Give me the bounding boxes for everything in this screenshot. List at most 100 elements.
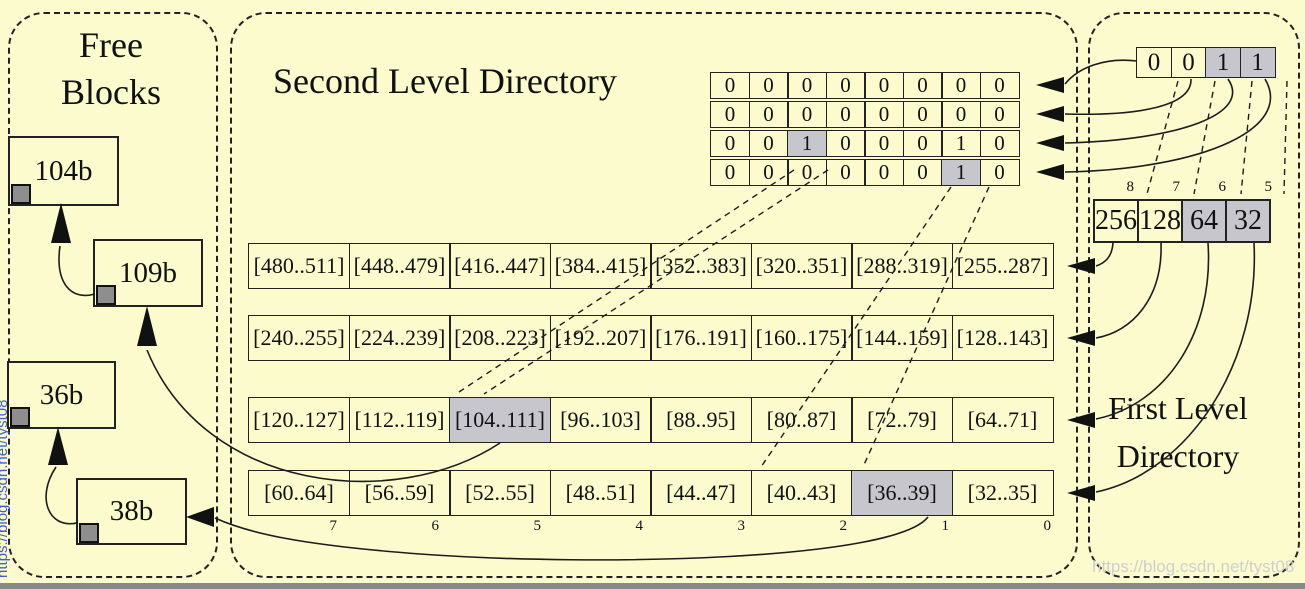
range-cell: [384..415] <box>549 243 652 289</box>
bitmap-cell: 1 <box>1239 47 1276 78</box>
column-index-label: 6 <box>431 518 440 534</box>
range-cell: [480..511] <box>248 243 350 289</box>
bitmap-cell: 0 <box>748 130 789 157</box>
free-block-label: 109b <box>119 256 177 289</box>
range-cell: [240..255] <box>248 315 350 361</box>
second-level-title: Second Level Directory <box>273 61 617 101</box>
block-header-square <box>11 184 31 204</box>
bitmap-cell: 0 <box>864 72 904 99</box>
bitmap-cell: 0 <box>710 159 750 186</box>
bitmap-cell: 0 <box>1136 47 1172 78</box>
block-header-square <box>10 407 30 427</box>
bitmap-cell: 1 <box>787 130 827 157</box>
bitmap-cell: 0 <box>979 159 1020 186</box>
range-cell: [36..39] <box>851 470 953 516</box>
block-header-square <box>96 285 116 305</box>
bitmap-cell: 0 <box>748 101 789 128</box>
bitmap-cell: 0 <box>787 101 827 128</box>
range-cell: [416..447] <box>449 243 551 289</box>
range-cell: [96..103] <box>549 397 652 443</box>
range-cell: [448..479] <box>348 243 451 289</box>
range-cell: [288..319] <box>851 243 953 289</box>
bitmap-cell: 0 <box>864 159 904 186</box>
bitmap-cell: 0 <box>902 72 943 99</box>
bitmap-cell: 0 <box>864 130 904 157</box>
block-header-square <box>79 523 99 543</box>
first-level-title-line1: First Level <box>1108 390 1248 426</box>
free-block-36b: 36b <box>7 361 116 429</box>
first-level-title: First Level Directory <box>1078 384 1278 480</box>
range-cell: [176..191] <box>650 315 752 361</box>
range-cell: [352..383] <box>650 243 752 289</box>
csdn-watermark: https://blog.csdn.net/tyst08 <box>1092 557 1295 576</box>
bitmap-cell: 0 <box>864 101 904 128</box>
free-block-label: 38b <box>109 495 154 527</box>
bitmap-cell: 0 <box>941 101 981 128</box>
bitmap-cell: 0 <box>979 72 1020 99</box>
bitmap-cell: 0 <box>902 101 943 128</box>
range-cell: [72..79] <box>851 397 953 443</box>
free-block-104b: 104b <box>8 136 119 206</box>
first-level-title-line2: Directory <box>1116 438 1240 474</box>
bitmap-cell: 0 <box>902 159 943 186</box>
column-index-label: 7 <box>329 518 338 534</box>
range-cell: [88..95] <box>650 397 752 443</box>
range-cell: [224..239] <box>348 315 451 361</box>
size-class-cell: 64 <box>1181 199 1227 243</box>
column-index-label: 3 <box>737 518 746 534</box>
range-cell: [160..175] <box>750 315 853 361</box>
range-cell: [128..143] <box>951 315 1054 361</box>
column-index-labels: 7 6 5 4 3 2 1 0 <box>248 518 1064 535</box>
bitmap-cell: 1 <box>941 130 981 157</box>
free-block-38b: 38b <box>76 478 187 545</box>
range-cell: [120..127] <box>248 397 350 443</box>
free-blocks-title-line1: Free <box>79 25 143 65</box>
column-index-label: 4 <box>635 518 644 534</box>
range-cell: [112..119] <box>348 397 451 443</box>
bitmap-cell: 0 <box>979 101 1020 128</box>
csdn-watermark-vertical: https://blog.csdn.net/tyst08 <box>0 399 11 578</box>
page-bottom-strip <box>0 583 1305 589</box>
bitmap-cell: 0 <box>902 130 943 157</box>
bitmap-cell: 0 <box>1170 47 1207 78</box>
range-cell: [320..351] <box>750 243 853 289</box>
range-cell: [64..71] <box>951 397 1054 443</box>
bitmap-cell: 0 <box>825 159 866 186</box>
range-cell: [40..43] <box>750 470 853 516</box>
bitmap-cell: 0 <box>710 72 750 99</box>
bitmap-cell: 0 <box>748 159 789 186</box>
bitmap-cell: 0 <box>748 72 789 99</box>
bitmap-cell: 0 <box>979 130 1020 157</box>
bitmap-cell: 0 <box>787 159 827 186</box>
column-index-label: 2 <box>839 518 848 534</box>
column-index-label: 5 <box>533 518 542 534</box>
range-cell: [44..47] <box>650 470 752 516</box>
first-level-panel <box>1088 12 1300 578</box>
bitmap-cell: 0 <box>710 130 750 157</box>
size-class-cell: 32 <box>1225 199 1271 243</box>
range-row-4: [60..64][56..59][52..55][48..51][44..47]… <box>248 470 1054 516</box>
range-cell: [52..55] <box>449 470 551 516</box>
bitmap-cell: 0 <box>825 130 866 157</box>
bit-index-label: 8 <box>1126 179 1135 195</box>
range-cell: [192..207] <box>549 315 652 361</box>
free-blocks-title: Free Blocks <box>18 22 204 116</box>
bit-index-label: 5 <box>1264 179 1273 195</box>
free-block-label: 104b <box>34 154 93 187</box>
free-block-109b: 109b <box>93 239 203 307</box>
bitmap-cell: 0 <box>941 72 981 99</box>
range-cell: [48..51] <box>549 470 652 516</box>
range-row-3: [120..127][112..119][104..111][96..103][… <box>248 397 1054 443</box>
second-level-panel <box>230 12 1078 578</box>
bit-index-label: 6 <box>1218 179 1227 195</box>
column-index-label: 1 <box>941 518 950 534</box>
bitmap-cell: 1 <box>941 159 981 186</box>
range-cell: [60..64] <box>248 470 350 516</box>
column-index-label: 0 <box>1043 518 1052 534</box>
bit-index-label: 7 <box>1172 179 1181 195</box>
